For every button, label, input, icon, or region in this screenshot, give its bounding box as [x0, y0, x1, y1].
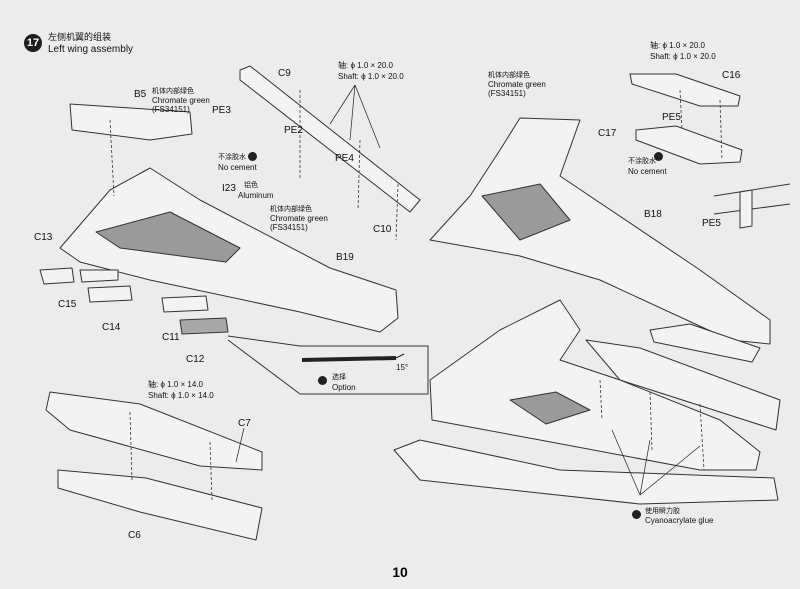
part-label-pe5-top: PE5 — [662, 112, 681, 123]
right-flap-upper — [649, 323, 761, 363]
part-b5-shape — [69, 103, 193, 141]
glue-icon — [632, 510, 641, 519]
note-nocement-left-en: No cement — [218, 163, 257, 172]
part-label-pe5-right: PE5 — [702, 218, 721, 229]
part-label-c13: C13 — [34, 232, 53, 243]
option-pin — [301, 356, 397, 362]
lower-right-wing — [429, 299, 761, 471]
part-c6-shape — [57, 469, 263, 541]
part-label-pe2: PE2 — [284, 125, 303, 136]
option-icon — [318, 376, 327, 385]
option-pin-tip — [395, 353, 405, 359]
part-c17-shape — [635, 125, 743, 165]
step-title-en: Left wing assembly — [48, 44, 134, 55]
note-shaft-c9-cn: 轴: ϕ 1.0 × 20.0 — [338, 61, 393, 70]
step-number-badge: 17 — [24, 34, 42, 52]
note-right-color-en: Chromate green — [488, 80, 546, 89]
note-b5-color-en: Chromate green — [152, 96, 210, 105]
part-c13-shape — [79, 269, 119, 283]
no-cement-icon-right — [654, 152, 663, 161]
part-label-pe4: PE4 — [335, 153, 354, 164]
right-cockpit-floor — [481, 183, 571, 241]
note-nocement-right-en: No cement — [628, 167, 667, 176]
part-label-c11: C11 — [162, 332, 180, 343]
note-nocement-left-cn: 不涂胶水 — [218, 154, 246, 161]
guide-c16 — [679, 89, 723, 161]
note-mid-color-code: (FS34151) — [270, 223, 308, 232]
lower-right-gear-bay — [509, 391, 591, 425]
part-c16-shape — [629, 73, 741, 107]
guide-c9 — [299, 90, 399, 241]
note-shaft-c16-cn: 轴: ϕ 1.0 × 20.0 — [650, 41, 705, 50]
part-c9-shape — [239, 65, 421, 213]
note-shaft-c16-en: Shaft: ϕ 1.0 × 20.0 — [650, 52, 716, 61]
part-label-c17: C17 — [598, 128, 617, 139]
right-flap-lower — [585, 339, 781, 431]
note-aluminum-en: Aluminum — [238, 191, 274, 200]
part-label-c12: C12 — [186, 354, 205, 365]
part-label-c6: C6 — [128, 530, 141, 541]
part-label-c15: C15 — [58, 299, 77, 310]
lower-right-edge — [393, 439, 779, 505]
part-label-b19: B19 — [336, 252, 354, 263]
no-cement-icon-left — [248, 152, 257, 161]
note-mid-color-cn: 机体内部绿色 — [270, 206, 312, 213]
part-label-c16: C16 — [722, 70, 741, 81]
part-b18-shape — [429, 117, 771, 345]
part-c11-shape — [161, 295, 209, 313]
page-number: 10 — [392, 564, 408, 580]
cockpit-floor-shape — [95, 211, 241, 263]
part-label-i23: I23 — [222, 183, 236, 194]
note-glue-en: Cyanoacrylate glue — [645, 516, 714, 525]
part-c7-shape — [45, 391, 263, 471]
note-b5-color-cn: 机体内部绿色 — [152, 88, 194, 95]
note-shaft-c7-en: Shaft: ϕ 1.0 × 14.0 — [148, 391, 214, 400]
part-label-b5: B5 — [134, 89, 147, 100]
step-title-cn: 左侧机翼的组装 — [48, 32, 112, 42]
note-nocement-right-cn: 不涂胶水 — [628, 158, 656, 165]
part-c15-shape — [39, 267, 75, 285]
part-label-c7: C7 — [238, 418, 251, 429]
note-shaft-c9-en: Shaft: ϕ 1.0 × 20.0 — [338, 72, 404, 81]
note-option-cn: 选择 — [332, 374, 346, 381]
leader-glue — [611, 429, 701, 496]
guide-right — [599, 379, 705, 471]
note-right-color-cn: 机体内部绿色 — [488, 72, 530, 79]
leader-shaft-c9 — [329, 84, 381, 149]
part-pe5-plate — [739, 189, 753, 229]
guide-c7 — [129, 411, 213, 501]
part-label-c10: C10 — [373, 224, 392, 235]
note-mid-color-en: Chromate green — [270, 214, 328, 223]
note-angle: 15° — [396, 363, 409, 372]
part-label-c9: C9 — [278, 68, 291, 79]
guide-b5 — [109, 119, 115, 197]
part-c14-shape — [87, 285, 133, 303]
note-right-color-code: (FS34151) — [488, 89, 526, 98]
note-option-en: Option — [332, 383, 356, 392]
option-callout-frame — [227, 335, 429, 395]
part-label-c14: C14 — [102, 322, 121, 333]
part-label-pe3: PE3 — [212, 105, 231, 116]
leader-c7 — [235, 427, 245, 463]
part-label-b18: B18 — [644, 209, 662, 220]
note-glue-cn: 使用瞬力胶 — [645, 508, 680, 515]
note-aluminum-cn: 铝色 — [244, 182, 258, 189]
note-b5-color-code: (FS34151) — [152, 105, 190, 114]
note-shaft-c7-cn: 轴: ϕ 1.0 × 14.0 — [148, 380, 203, 389]
part-c12-shape — [179, 317, 229, 335]
